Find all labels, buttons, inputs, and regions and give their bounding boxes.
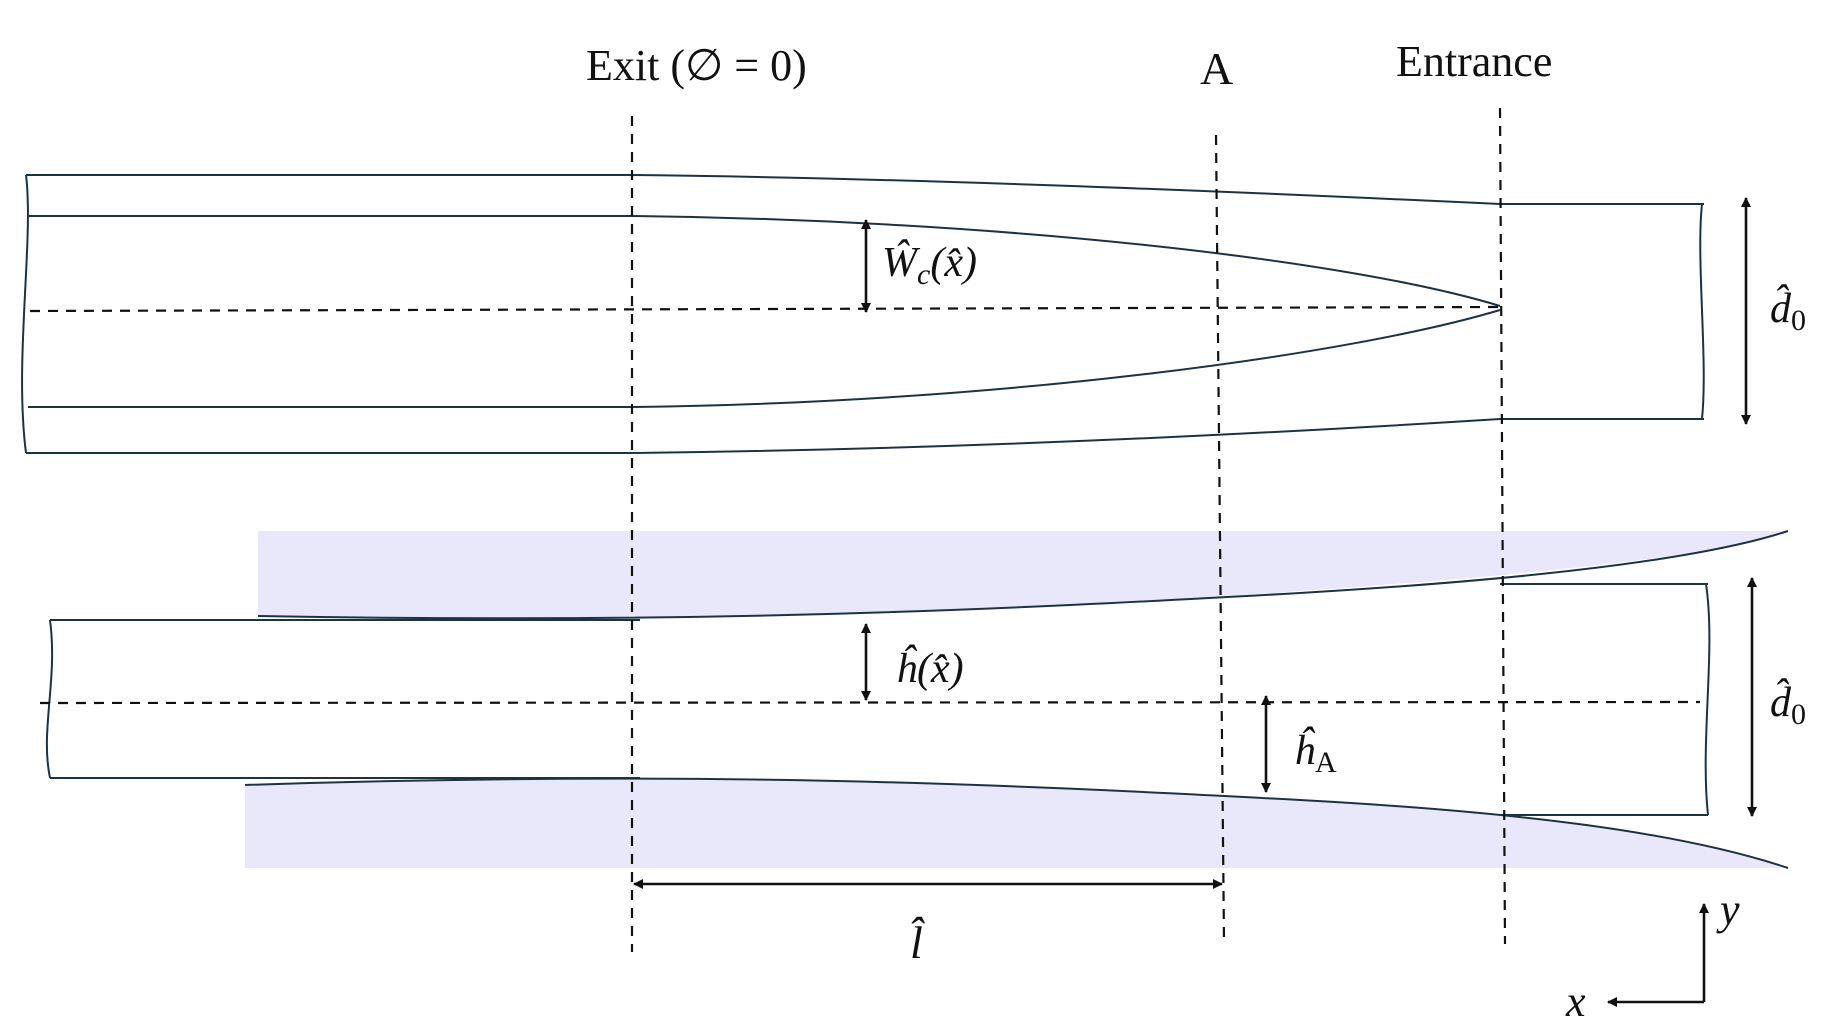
entrance-section-line bbox=[1498, 107, 1507, 945]
d0-top-label-base: d̂ bbox=[1770, 283, 1792, 332]
coordinate-axes: y x bbox=[1565, 885, 1740, 1026]
top-inner-upper-line bbox=[28, 215, 1501, 307]
top-outer-upper-boundary bbox=[26, 174, 1704, 205]
ha-label: ĥA bbox=[1294, 726, 1337, 779]
bottom-diagram bbox=[39, 530, 1789, 889]
l-label: l̂ bbox=[910, 917, 926, 968]
entrance-label: Entrance bbox=[1396, 37, 1552, 86]
top-right-end-wavy bbox=[1699, 203, 1705, 420]
bottom-centerline bbox=[39, 700, 1701, 705]
d0-top-label-sub: 0 bbox=[1791, 304, 1806, 337]
exit-label: Exit (∅ = 0) bbox=[586, 41, 807, 90]
ha-label-sub: A bbox=[1315, 746, 1337, 779]
h-label-arg: (x̂) bbox=[917, 646, 964, 692]
wc-label: Ŵc(x̂) bbox=[882, 239, 977, 291]
d0-top-label: d̂0 bbox=[1770, 283, 1806, 337]
bottom-right-end-wavy bbox=[1704, 583, 1711, 816]
top-left-end-wavy bbox=[21, 174, 29, 454]
bottom-upper-curved-boundary bbox=[257, 530, 1789, 620]
top-outer-lower-boundary bbox=[26, 418, 1704, 454]
y-axis-label: y bbox=[1716, 885, 1740, 934]
d0-bottom-label: d̂0 bbox=[1770, 677, 1806, 731]
d0-bottom-label-sub: 0 bbox=[1791, 698, 1806, 731]
x-axis-label: x bbox=[1565, 977, 1586, 1026]
bottom-channel-upper-line bbox=[50, 583, 1708, 621]
top-centerline bbox=[29, 305, 1501, 313]
d0-bottom-label-base: d̂ bbox=[1770, 677, 1792, 726]
h-label-base: ĥ bbox=[896, 644, 918, 692]
section-a-label: A bbox=[1200, 43, 1233, 94]
section-a-line bbox=[1214, 134, 1226, 941]
bottom-channel-lower-line bbox=[50, 777, 1708, 816]
top-inner-lower-line bbox=[28, 309, 1501, 408]
bottom-upper-shaded-region bbox=[258, 531, 1788, 618]
bottom-lower-shaded-region bbox=[245, 778, 1788, 868]
wc-label-sub: c bbox=[917, 258, 930, 291]
ha-label-base: ĥ bbox=[1294, 726, 1316, 774]
wc-label-base: Ŵ bbox=[882, 239, 921, 286]
top-diagram bbox=[21, 174, 1751, 454]
h-label: ĥ(x̂) bbox=[896, 644, 964, 692]
bottom-left-end-wavy bbox=[45, 619, 54, 779]
wc-label-arg: (x̂) bbox=[930, 240, 977, 286]
